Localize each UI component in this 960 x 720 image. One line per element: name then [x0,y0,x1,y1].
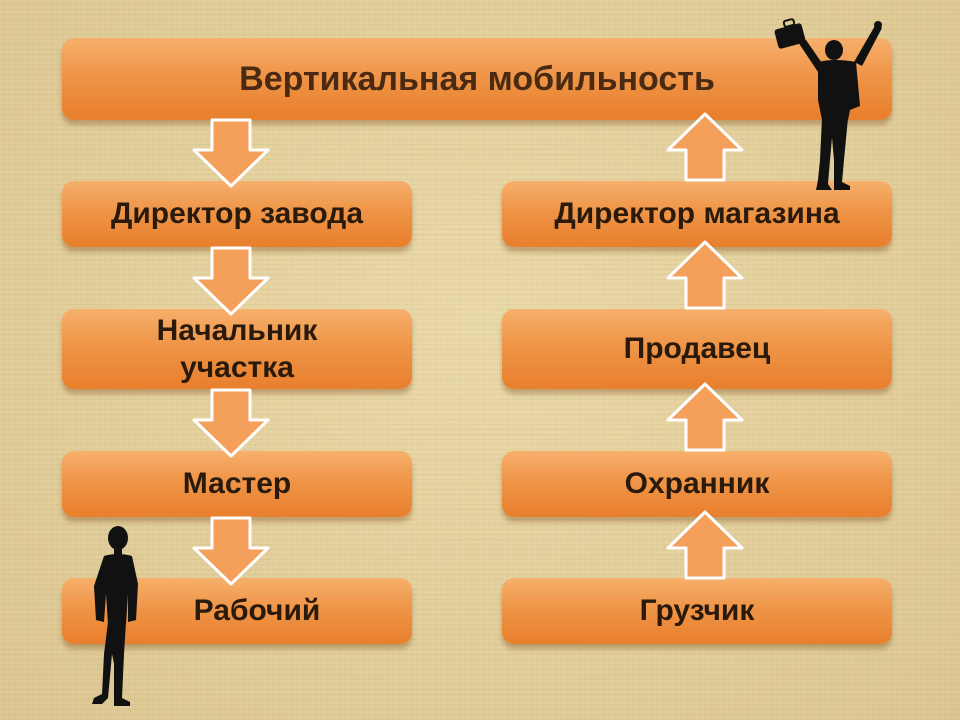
arrow-up-icon [666,112,744,182]
left-box-label: Рабочий [193,594,321,627]
diagram-title-text: Вертикальная мобильность [239,59,715,98]
left-box-section-head: Начальник участка [62,309,412,389]
arrow-up-icon [666,510,744,580]
falling-man-silhouette-icon [92,526,138,706]
arrow-down-icon [192,516,270,586]
arrow-up-icon [666,240,744,310]
left-box-foreman: Мастер [62,451,412,517]
right-box-guard: Охранник [502,451,892,517]
right-box-label: Директор магазина [554,197,840,230]
right-box-seller: Продавец [502,309,892,389]
right-box-store-director: Директор магазина [502,181,892,247]
left-box-label: Начальник участка [156,313,318,385]
left-box-label: Директор завода [110,197,364,230]
right-box-label: Охранник [624,467,770,500]
diagram-title: Вертикальная мобильность [62,38,892,120]
arrow-down-icon [192,246,270,316]
arrow-down-icon [192,118,270,188]
right-box-loader: Грузчик [502,578,892,644]
left-box-factory-director: Директор завода [62,181,412,247]
arrow-up-icon [666,382,744,452]
right-box-label: Продавец [623,332,771,366]
arrow-down-icon [192,388,270,458]
celebrating-man-silhouette-icon [774,18,882,190]
right-box-label: Грузчик [639,594,755,627]
left-box-label: Мастер [182,467,292,500]
